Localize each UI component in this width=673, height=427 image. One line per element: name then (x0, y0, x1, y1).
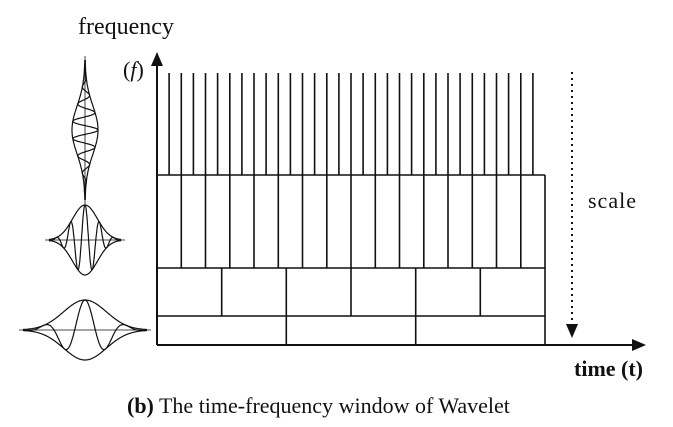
x-axis-label: time (t) (574, 356, 643, 381)
narrow-wavelet-envelope-lower (71, 60, 86, 200)
y-axis-symbol-close: ) (136, 57, 143, 82)
medium-wavelet-envelope-lower (48, 239, 122, 276)
scale-label: scale (588, 188, 637, 213)
axes (151, 52, 646, 351)
medium-wavelet-envelope-upper (48, 204, 122, 241)
wide-wavelet-envelope-lower (22, 329, 148, 361)
y-axis-symbol: (f) (123, 57, 144, 82)
caption-prefix: (b) (127, 393, 154, 418)
medium-wavelet (45, 203, 125, 276)
medium-wavelet-oscillation (48, 203, 122, 271)
narrow-wavelet (71, 56, 99, 204)
y-axis-label: frequency (78, 14, 174, 40)
y-axis-symbol-letter: f (130, 57, 139, 82)
y-axis-symbol-open: ( (123, 57, 130, 82)
scale-arrow (566, 72, 578, 338)
figure-caption: (b) The time-frequency window of Wavelet (127, 393, 510, 418)
narrow-wavelet-oscillation (72, 60, 99, 200)
narrow-wavelet-envelope-upper (84, 60, 99, 200)
scale-arrow-head (566, 324, 578, 338)
wide-wavelet-oscillation (22, 299, 148, 351)
wide-wavelet (19, 299, 151, 361)
caption-text: The time-frequency window of Wavelet (154, 393, 510, 418)
time-frequency-tiling (157, 73, 546, 345)
y-axis-arrowhead (151, 52, 163, 66)
x-axis-arrowhead (632, 339, 646, 351)
wide-wavelet-envelope-upper (22, 299, 148, 331)
wavelet-shapes (19, 56, 151, 361)
